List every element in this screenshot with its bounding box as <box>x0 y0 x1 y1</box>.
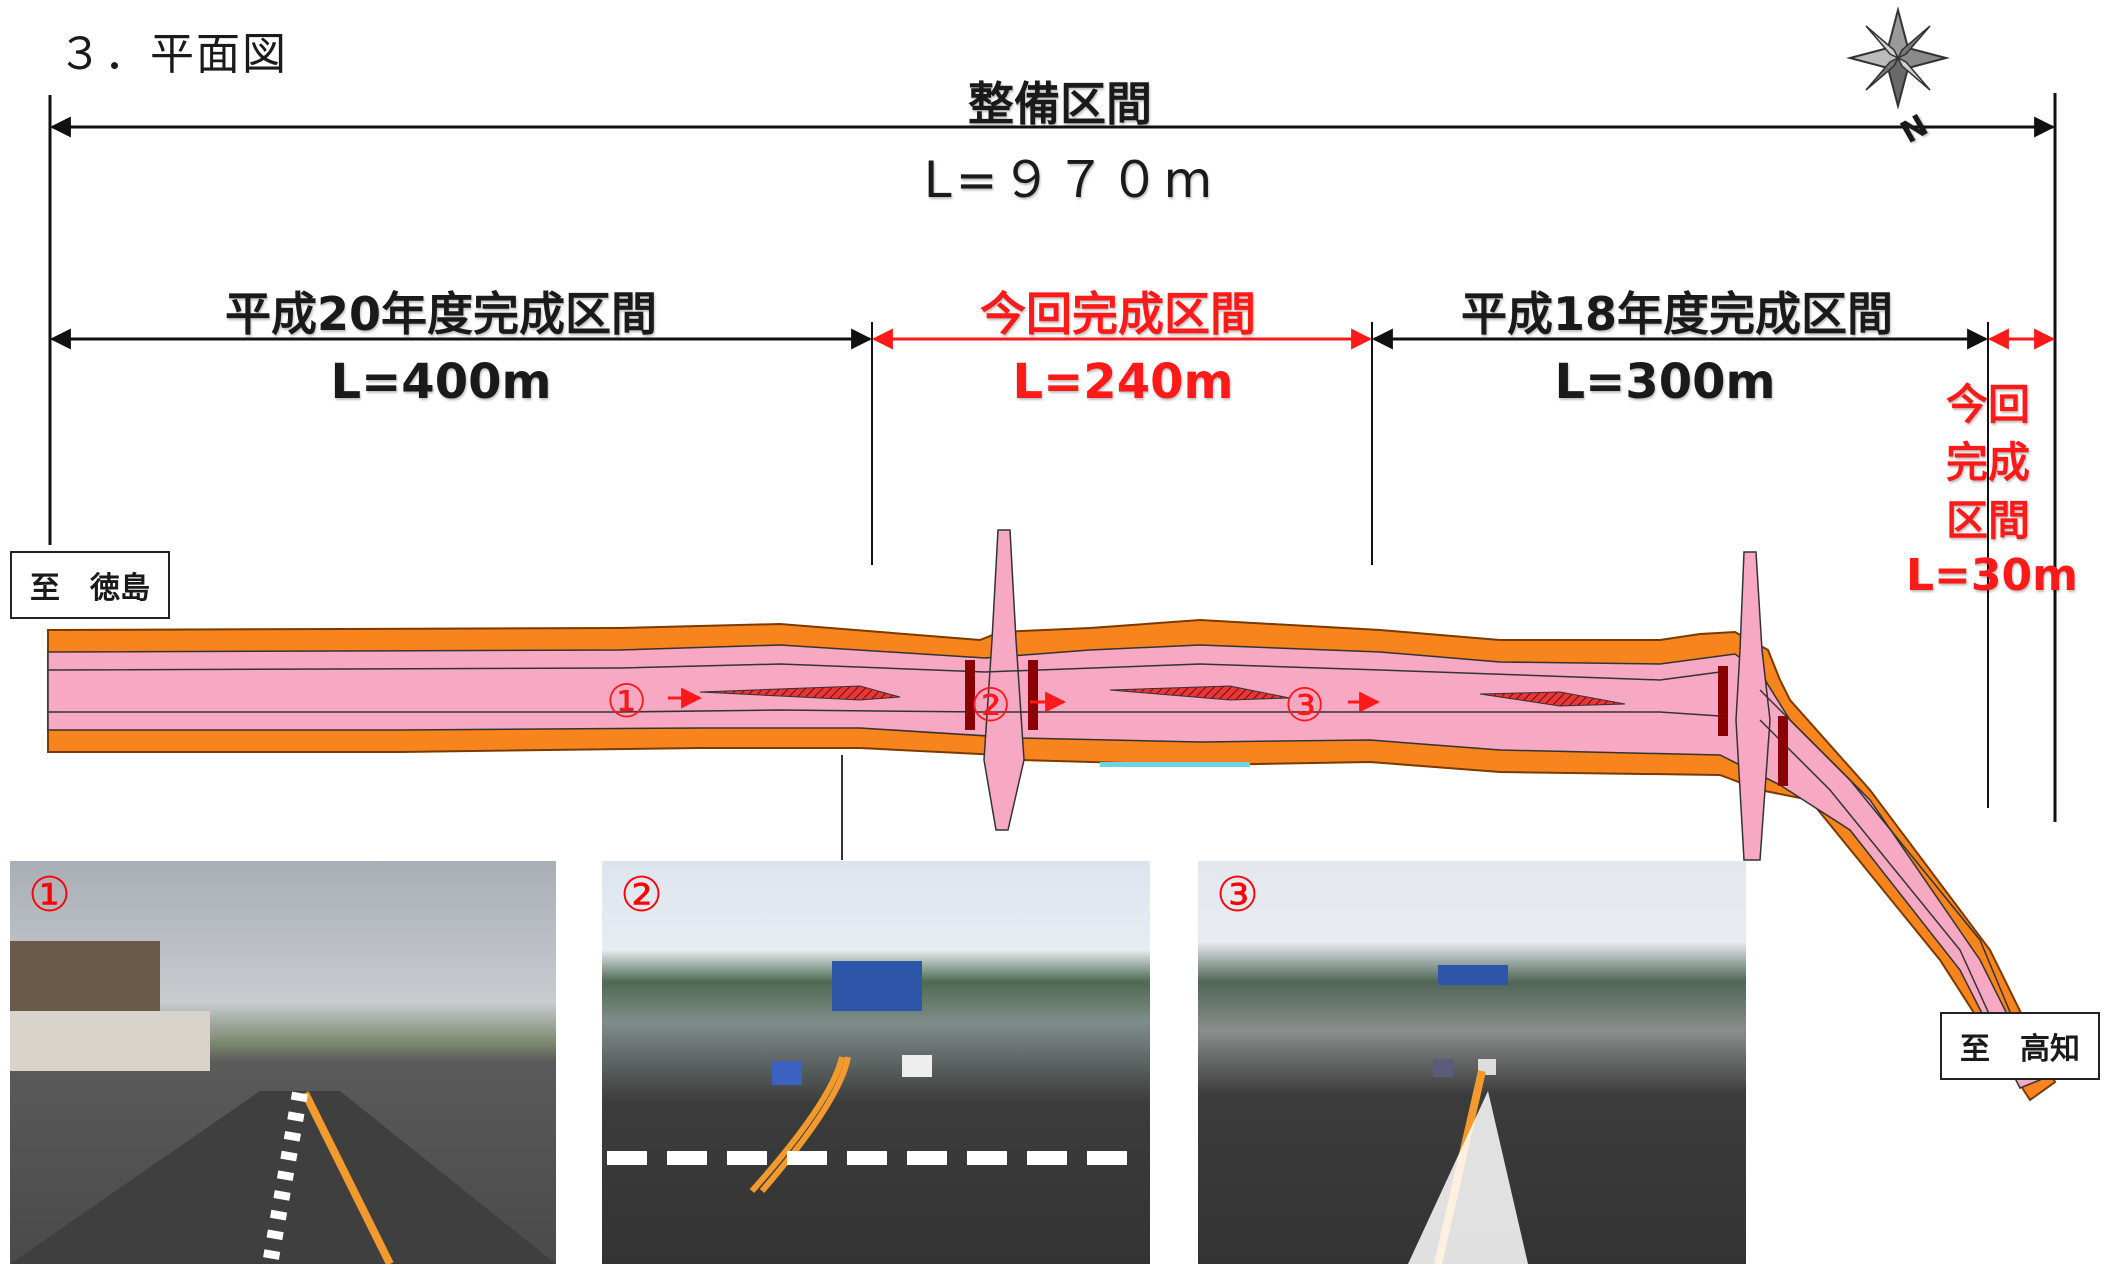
median-3 <box>1479 691 1626 707</box>
section3-title: 平成18年度完成区間 <box>1460 287 1893 341</box>
photo-3-label: ③ <box>1216 867 1260 923</box>
photo-3: ③ <box>1198 861 1746 1264</box>
destination-west: 至 徳島 <box>10 551 170 619</box>
median-2 <box>1109 685 1291 701</box>
short-section-title: 今回 完成 区間 <box>1928 376 2048 550</box>
section1-length: L=400m <box>330 354 552 410</box>
section2-length: L=240m <box>1012 354 1234 410</box>
section1-title: 平成20年度完成区間 <box>224 287 657 341</box>
marker-3: ③ <box>1284 678 1326 732</box>
road-pink-carriageway <box>47 644 2042 1089</box>
short-section-line2: 完成 <box>1945 438 2030 487</box>
crossroad-1 <box>983 529 1025 831</box>
marker-2: ② <box>970 678 1012 732</box>
marker-1: ① <box>606 674 648 728</box>
median-1 <box>699 685 901 701</box>
photo-1-label: ① <box>28 867 72 923</box>
compass-rose-icon <box>1846 6 1950 110</box>
crossroad-2 <box>1735 551 1771 861</box>
short-section-line1: 今回 <box>1945 380 2030 429</box>
photo-2-label: ② <box>620 867 664 923</box>
photo-2: ② <box>602 861 1150 1264</box>
page-title: ３．平面図 <box>58 29 288 80</box>
overall-length: L=９７０m <box>923 151 1217 209</box>
destination-east: 至 高知 <box>1940 1012 2100 1080</box>
section3-length: L=300m <box>1554 354 1776 410</box>
photo-1: ① <box>10 861 556 1264</box>
road-plan <box>47 529 2057 1102</box>
short-section-length: L=30m <box>1906 550 2078 601</box>
short-section-line3: 区間 <box>1945 496 2030 545</box>
section2-title: 今回完成区間 <box>980 287 1256 341</box>
overall-title: 整備区間 <box>968 77 1152 131</box>
